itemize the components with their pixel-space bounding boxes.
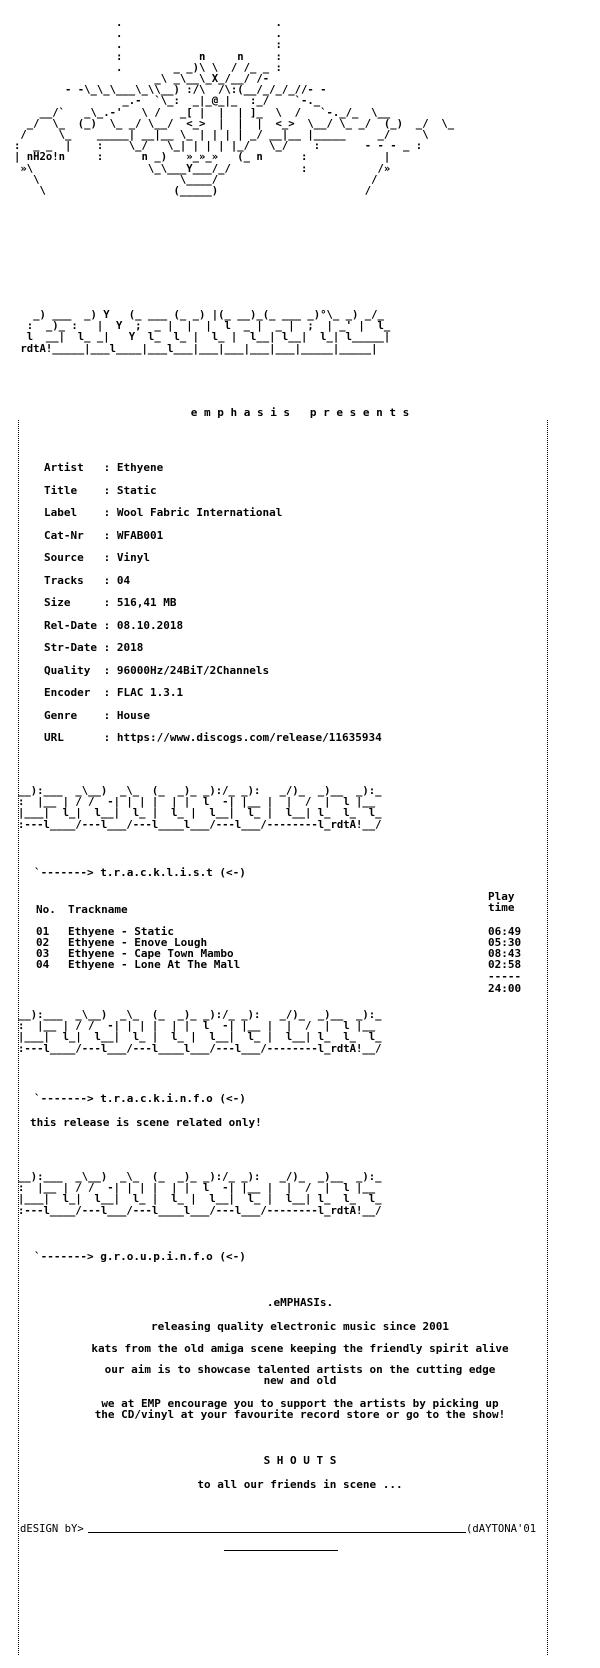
- group-line-2: kats from the old amiga scene keeping th…: [91, 1342, 509, 1355]
- time-col-header: time: [488, 901, 515, 914]
- info-key: Tracks: [44, 573, 104, 587]
- shouts-text: to all our friends in scene ...: [197, 1478, 403, 1491]
- info-value: 2018: [116, 641, 144, 654]
- info-key: Quality: [44, 663, 104, 677]
- logo-ascii-art: _) ___ _) Y (_ ___ (_ _) |(_ __)_(_ ___ …: [20, 309, 391, 355]
- trackname-col-header: Trackname: [68, 903, 128, 916]
- info-key: Encoder: [44, 686, 104, 699]
- info-row-label: Label : Wool Fabric International: [44, 506, 283, 519]
- divider-tracklist: __):___ _\__) _\_ (_ _)_ _):/_ _): _/)_ …: [18, 785, 382, 831]
- info-row-title: Title : Static: [44, 483, 157, 497]
- info-key: Title: [44, 483, 104, 497]
- play-col-header: Play: [488, 890, 515, 903]
- group-line-1: releasing quality electronic music since…: [150, 1320, 449, 1333]
- info-row-strdate: Str-Date : 2018: [44, 641, 144, 654]
- info-key: Cat-Nr: [44, 528, 104, 542]
- tracklist-section-label: `-------> t.r.a.c.k.l.i.s.t (<-): [34, 866, 246, 879]
- info-row-catnr: Cat-Nr : WFAB001: [44, 528, 164, 542]
- track-row-time: 05:30: [488, 936, 522, 949]
- info-row-genre: Genre : House: [44, 708, 150, 722]
- info-row-url: URL : https://www.discogs.com/release/11…: [44, 731, 382, 744]
- info-value: FLAC 1.3.1: [116, 686, 184, 699]
- info-key: Size: [44, 596, 104, 609]
- info-key: Label: [44, 506, 104, 519]
- presents-line: e m p h a s i s p r e s e n t s: [190, 406, 410, 419]
- info-row-quality: Quality : 96000Hz/24BiT/2Channels: [44, 663, 270, 677]
- info-key: Rel-Date: [44, 618, 104, 632]
- info-row-tracks: Tracks : 04: [44, 573, 131, 587]
- group-name: .eMPHASIs.: [266, 1296, 334, 1309]
- track-row-name: Ethyene - Enove Lough: [68, 936, 208, 949]
- total-separator: -----: [488, 970, 522, 983]
- footer-bottom-line: [88, 1532, 466, 1533]
- group-line-4: we at EMP encourage you to support the a…: [94, 1397, 506, 1421]
- info-key: Source: [44, 551, 104, 564]
- track-row-no: 01: [36, 925, 50, 938]
- total-time: 24:00: [488, 982, 522, 995]
- info-row-size: Size : 516,41 MB: [44, 596, 177, 609]
- shouts-title: S H O U T S: [263, 1454, 337, 1467]
- footer-design-credit: dESIGN bY>: [20, 1523, 84, 1535]
- info-row-encoder: Encoder : FLAC 1.3.1: [44, 686, 184, 699]
- info-key: Artist: [44, 461, 104, 474]
- track-row-no: 02: [36, 936, 50, 949]
- info-row-artist: Artist : Ethyene: [44, 461, 164, 474]
- info-key: URL: [44, 731, 104, 744]
- info-value: Wool Fabric International: [116, 506, 283, 519]
- info-value: Ethyene: [116, 461, 164, 474]
- info-value: Static: [116, 483, 157, 497]
- info-value: 516,41 MB: [116, 596, 177, 609]
- footer-stem-line: [224, 1550, 338, 1551]
- right-border: [547, 420, 548, 1655]
- track-row-name: Ethyene - Cape Town Mambo: [68, 947, 234, 960]
- track-row-no: 04: [36, 958, 50, 971]
- no-col-header: No.: [36, 903, 56, 916]
- divider-groupinfo: __):___ _\__) _\_ (_ _)_ _):/_ _): _/)_ …: [18, 1171, 382, 1217]
- info-value: 08.10.2018: [116, 618, 184, 632]
- info-row-source: Source : Vinyl: [44, 551, 150, 564]
- info-value[interactable]: https://www.discogs.com/release/11635934: [116, 731, 382, 744]
- info-value: 04: [116, 573, 131, 587]
- track-row-time: 08:43: [488, 947, 522, 960]
- info-row-reldate: Rel-Date : 08.10.2018: [44, 618, 184, 632]
- track-row-no: 03: [36, 947, 50, 960]
- track-row-time: 06:49: [488, 925, 522, 938]
- tracklist-table: Play time No. Trackname 01 Ethyene - Sta…: [36, 890, 526, 1000]
- info-value: House: [116, 708, 150, 722]
- left-border: [18, 420, 19, 1655]
- track-row-name: Ethyene - Lone At The Mall: [68, 958, 241, 971]
- info-key: Genre: [44, 708, 104, 722]
- info-value: 96000Hz/24BiT/2Channels: [116, 663, 270, 677]
- trackinfo-text: this release is scene related only!: [30, 1116, 262, 1129]
- divider-trackinfo: __):___ _\__) _\_ (_ _)_ _):/_ _): _/)_ …: [18, 1009, 382, 1055]
- track-row-time: 02:58: [488, 958, 522, 971]
- footer-artist-credit: (dAYTONA'01: [466, 1523, 537, 1535]
- info-value: WFAB001: [116, 528, 164, 542]
- groupinfo-section-label: `-------> g.r.o.u.p.i.n.f.o (<-): [34, 1250, 246, 1263]
- trackinfo-section-label: `-------> t.r.a.c.k.i.n.f.o (<-): [34, 1092, 246, 1105]
- info-key: Str-Date: [44, 641, 104, 654]
- info-value: Vinyl: [116, 551, 150, 564]
- track-row-name: Ethyene - Static: [68, 925, 174, 938]
- header-ascii-art: . . . . . : : n n : . _ _)\ \ / /_ _ :: [14, 17, 455, 198]
- group-line-3: our aim is to showcase talented artists …: [104, 1363, 496, 1387]
